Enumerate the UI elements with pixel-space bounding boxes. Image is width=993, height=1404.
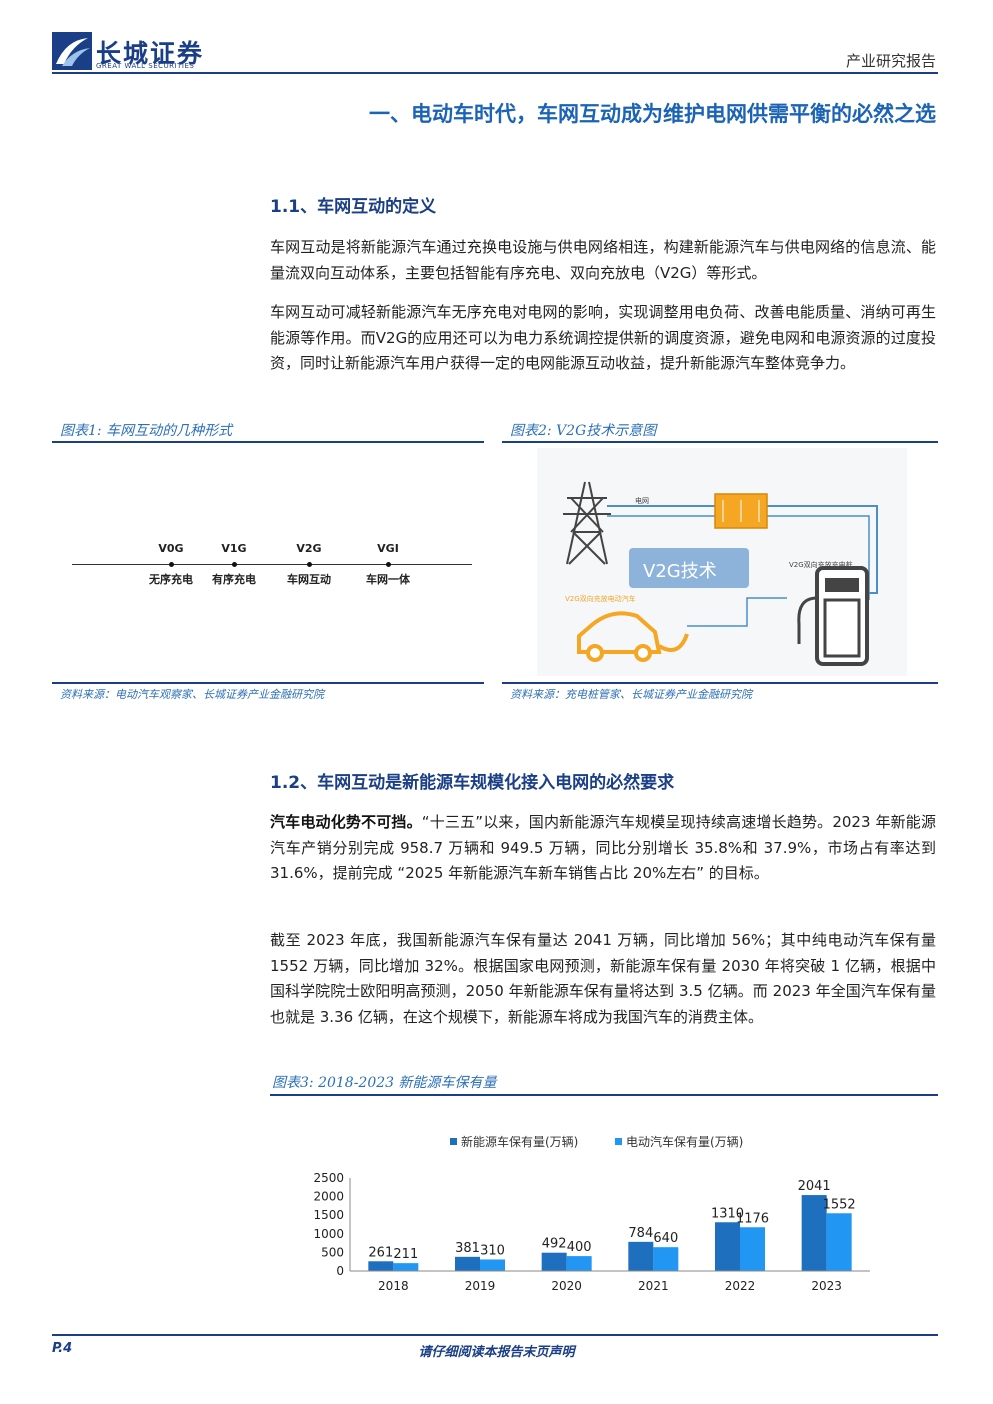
paragraph-lead: 汽车电动化势不可挡。: [270, 813, 422, 831]
car-label: V2G双向充放电动汽车: [565, 595, 636, 603]
figure1-source: 资料来源：电动汽车观察家、长城证券产业金融研究院: [60, 688, 324, 701]
timeline-dot: [307, 562, 312, 567]
figure1-top-rule: [52, 441, 484, 443]
bar-2021-1: [653, 1247, 679, 1271]
y-tick-label: 0: [336, 1264, 344, 1278]
bar-value-label: 381: [455, 1241, 480, 1256]
figure3-title: 图表3: 2018-2023 新能源车保有量: [272, 1075, 497, 1091]
figure2-title: 图表2: V2G技术示意图: [510, 423, 657, 439]
bar-2022-0: [715, 1222, 740, 1271]
charging-pile-icon: [797, 566, 869, 666]
bar-2023-1: [826, 1213, 852, 1271]
timeline-label: 车网互动: [287, 573, 331, 586]
x-tick-label: 2022: [725, 1279, 756, 1293]
page-number: P.4: [52, 1341, 73, 1356]
timeline-code: VGI: [377, 542, 399, 555]
timeline-code: V0G: [158, 542, 184, 555]
legend-label: 新能源车保有量(万辆): [461, 1134, 578, 1149]
bar-2018-1: [393, 1263, 419, 1271]
figure2-source: 资料来源：充电桩管家、长城证券产业金融研究院: [510, 688, 752, 701]
paragraph-benefits: 车网互动可减轻新能源汽车无序充电对电网的影响，实现调整用电负荷、改善电能质量、消…: [270, 303, 936, 372]
figure1-title: 图表1: 车网互动的几种形式: [60, 423, 233, 439]
timeline-dot: [232, 562, 237, 567]
paragraph-growth: 汽车电动化势不可挡。“十三五”以来，国内新能源汽车规模呈现持续高速增长趋势。20…: [270, 810, 936, 887]
subsection-title-1-2: 1.2、车网互动是新能源车规模化接入电网的必然要求: [270, 773, 675, 793]
bar-2021-0: [628, 1241, 654, 1271]
footer-divider: [52, 1334, 938, 1336]
bar-value-label: 211: [393, 1247, 418, 1262]
transformer-icon: [714, 493, 768, 529]
x-tick-label: 2021: [638, 1279, 669, 1293]
bar-2020-0: [541, 1252, 567, 1271]
bar-2022-1: [740, 1227, 765, 1271]
timeline-dot: [169, 562, 174, 567]
pile-label: V2G双向充放充电桩: [789, 561, 853, 569]
bar-2018-0: [368, 1261, 394, 1271]
figure2-top-rule: [502, 441, 938, 443]
logo-english-name: GREAT WALL SECURITIES: [96, 62, 195, 70]
bar-value-label: 1552: [823, 1197, 856, 1212]
bar-value-label: 2041: [798, 1179, 831, 1194]
electric-car-icon: [577, 611, 689, 662]
figure1-timeline: V0G 无序充电 V1G 有序充电 V2G 车网互动 VGI 车网一体: [72, 540, 472, 590]
figure2-bottom-rule: [502, 682, 938, 684]
bar-value-label: 492: [542, 1237, 567, 1252]
power-tower-icon: [563, 481, 611, 565]
x-tick-label: 2018: [378, 1279, 409, 1293]
paragraph-ownership: 截至 2023 年底，我国新能源汽车保有量达 2041 万辆，同比增加 56%；…: [270, 931, 936, 1026]
y-tick-label: 1500: [313, 1208, 344, 1222]
report-type: 产业研究报告: [845, 52, 936, 70]
grid-label: 电网: [635, 497, 649, 505]
bar-value-label: 310: [480, 1243, 505, 1258]
x-tick-label: 2020: [551, 1279, 582, 1293]
timeline-code: V2G: [296, 542, 322, 555]
timeline-code: V1G: [221, 542, 247, 555]
v2g-main-label: V2G技术: [643, 561, 717, 582]
legend-swatch: [615, 1138, 622, 1145]
x-tick-label: 2019: [465, 1279, 496, 1293]
bar-value-label: 261: [368, 1245, 393, 1260]
bar-value-label: 400: [567, 1240, 592, 1255]
legend-label: 电动汽车保有量(万辆): [626, 1134, 743, 1149]
bar-2019-0: [455, 1256, 480, 1271]
section-title: 一、电动车时代，车网互动成为维护电网供需平衡的必然之选: [369, 102, 936, 126]
y-tick-label: 1000: [313, 1227, 344, 1241]
figure3-top-rule: [270, 1094, 938, 1096]
logo-name: 长城证券: [96, 39, 205, 68]
company-logo: [52, 32, 92, 70]
y-tick-label: 2500: [313, 1171, 344, 1185]
bar-2019-1: [480, 1259, 505, 1271]
bar-2020-1: [566, 1256, 592, 1271]
timeline-label: 有序充电: [212, 573, 256, 586]
paragraph-definition: 车网互动是将新能源汽车通过充换电设施与供电网络相连，构建新能源汽车与供电网络的信…: [270, 238, 936, 282]
bar-value-label: 1310: [711, 1206, 744, 1221]
disclaimer-note: 请仔细阅读本报告末页声明: [418, 1345, 575, 1360]
paragraph-growth-body: “十三五”以来，国内新能源汽车规模呈现持续高速增长趋势。2023 年新能源汽车产…: [270, 813, 936, 882]
bar-value-label: 784: [628, 1226, 653, 1241]
legend-swatch: [450, 1138, 457, 1145]
bar-value-label: 640: [653, 1231, 678, 1246]
chart-svg: 新能源车保有量(万辆) 电动汽车保有量(万辆) 0 500 1000 1500 2000 2…: [313, 1134, 870, 1293]
timeline-label: 无序充电: [149, 573, 193, 586]
x-tick-label: 2023: [811, 1279, 842, 1293]
v2g-diagram: 电网 V2G技术 V2G双向充放充电桩 V2G双向充放电动汽车: [537, 448, 907, 676]
bar-value-label: 1176: [736, 1211, 769, 1226]
header-divider: [52, 72, 938, 74]
timeline-axis: [72, 564, 472, 565]
timeline-dot: [386, 562, 391, 567]
ownership-chart: 新能源车保有量(万辆) 电动汽车保有量(万辆) 0 500 1000 1500 2000 2…: [300, 1128, 900, 1328]
y-tick-label: 2000: [313, 1190, 344, 1204]
bar-2023-0: [801, 1195, 827, 1271]
subsection-title-1-1: 1.1、车网互动的定义: [270, 197, 437, 217]
timeline-label: 车网一体: [366, 573, 410, 586]
figure1-bottom-rule: [52, 682, 484, 684]
y-tick-label: 500: [321, 1245, 344, 1259]
